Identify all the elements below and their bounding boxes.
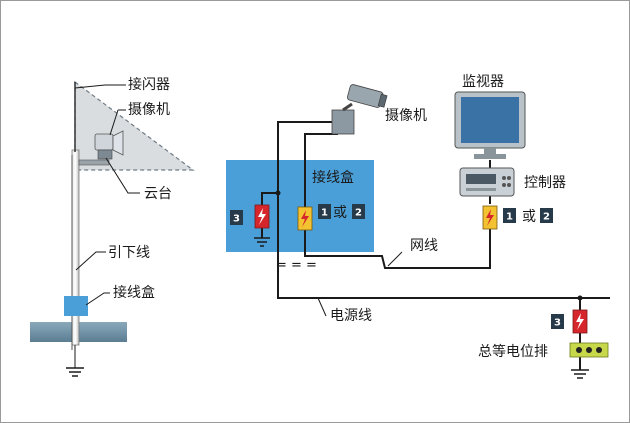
- leader-down-conductor: [75, 251, 106, 271]
- badge-jb-or: 或: [333, 205, 347, 221]
- protection-zone: [74, 80, 195, 171]
- leader-network: [387, 251, 403, 267]
- leader-junction-left: [85, 292, 110, 306]
- label-down-conductor: 引下线: [108, 245, 150, 261]
- badge-jb-1: 1: [318, 204, 331, 219]
- leader-power: [317, 297, 327, 317]
- equipotential-bar: [569, 342, 609, 358]
- svg-text:3: 3: [233, 214, 240, 225]
- label-camera-left: 摄像机: [128, 102, 170, 118]
- wiring: [261, 121, 610, 370]
- label-junction-box-left: 接线盒: [113, 284, 155, 301]
- label-controller: 控制器: [524, 175, 566, 191]
- label-lightning-rod: 接闪器: [128, 76, 170, 93]
- label-monitor: 监视器: [462, 74, 504, 90]
- badge-power-3: 3: [551, 314, 564, 329]
- break-mark: = = =: [276, 258, 317, 273]
- junction-box-panel: [226, 160, 374, 252]
- surveillance-camera: [331, 84, 388, 135]
- ground-symbol-jb: [254, 237, 270, 247]
- badge-jb-3: 3: [230, 210, 243, 225]
- badge-jb-2: 2: [352, 204, 365, 219]
- svg-text:2: 2: [543, 212, 550, 223]
- spd-jb-yellow: [297, 206, 313, 231]
- label-power-cable: 电源线: [330, 308, 372, 324]
- label-equipotential-bar: 总等电位排: [478, 343, 548, 360]
- spd-power-red: [572, 309, 588, 334]
- label-network-cable: 网线: [410, 238, 438, 254]
- badge-ctrl-2: 2: [540, 208, 553, 223]
- badge-ctrl-1: 1: [503, 208, 516, 223]
- leader-pan-tilt: [105, 157, 140, 194]
- label-junction-box-right: 接线盒: [312, 169, 354, 186]
- badge-ctrl-or: 或: [522, 209, 536, 225]
- network-cable: [304, 133, 491, 269]
- ground-symbol-bar: [571, 369, 589, 379]
- svg-text:1: 1: [321, 208, 328, 219]
- label-pan-tilt: 云台: [144, 186, 172, 202]
- svg-text:1: 1: [506, 212, 513, 223]
- svg-text:3: 3: [554, 318, 561, 329]
- controller: [459, 167, 515, 197]
- spd-controller-yellow: [482, 205, 498, 230]
- monitor: [454, 91, 526, 159]
- pole-installation: [30, 80, 195, 377]
- pan-tilt-head: [97, 149, 113, 160]
- pole-junction-box: [64, 296, 88, 316]
- label-camera-right: 摄像机: [385, 108, 427, 124]
- svg-text:2: 2: [355, 208, 362, 219]
- ground-symbol-left: [66, 345, 84, 377]
- power-cable: [277, 121, 610, 299]
- spd-jb-red: [254, 204, 270, 229]
